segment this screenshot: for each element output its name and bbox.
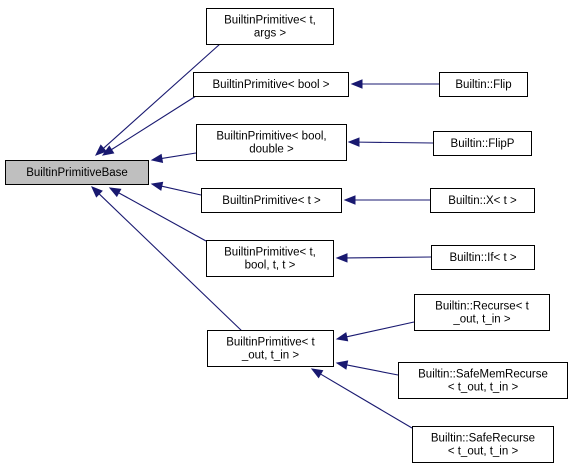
class-node-box [193,72,349,97]
class-node-box [433,131,532,156]
class-node-label: Builtin::If< t > [449,252,516,264]
class-node-label: BuiltinPrimitive< bool, [216,131,326,143]
class-node-box [206,240,334,277]
class-node-label: < t_out, t_in > [448,446,519,458]
edge-p_tbtt-to-base [108,187,207,242]
class-node-if[interactable]: Builtin::If< t > [431,245,535,270]
class-node-box [430,188,535,213]
class-node-box [206,8,334,45]
class-node-label: BuiltinPrimitive< t > [222,195,321,207]
class-node-box [207,330,334,367]
class-node-box [431,245,535,270]
class-node-label: Builtin::Flip [455,79,511,91]
class-node-p_toti[interactable]: BuiltinPrimitive< t_out, t_in > [207,330,334,367]
edge-line [358,141,434,144]
class-node-p_tbtt[interactable]: BuiltinPrimitive< t,bool, t, t > [206,240,334,277]
class-node-saferec[interactable]: Builtin::SafeRecurse< t_out, t_in > [412,426,554,463]
arrowhead [310,368,324,379]
class-node-recurse[interactable]: Builtin::Recurse< t_out, t_in > [414,294,550,331]
edge-line [346,256,432,259]
class-node-box [201,188,342,213]
edge-line [346,364,399,376]
edge-line [111,95,197,151]
class-node-p_bdbl[interactable]: BuiltinPrimitive< bool,double > [196,124,347,161]
class-node-box [439,72,528,97]
edge-line [346,321,415,338]
class-node-label: BuiltinPrimitive< t [226,337,315,349]
edge-recurse-to-p_toti [335,321,415,342]
arrowhead [108,187,122,198]
class-node-label: BuiltinPrimitive< t, [224,247,316,259]
class-node-label: Builtin::SafeMemRecurse [418,369,548,381]
arrowhead [335,253,348,263]
arrowhead [350,79,363,89]
arrowhead [150,153,164,164]
edge-flipp-to-p_bdbl [347,137,434,147]
class-node-label: _out, t_in > [241,350,300,362]
class-node-box [414,294,550,331]
arrowhead [347,137,360,147]
class-node-label: Builtin::Recurse< t [435,301,529,313]
arrowhead [335,360,349,370]
class-node-p_targs[interactable]: BuiltinPrimitive< t,args > [206,8,334,45]
edge-if-to-p_tbtt [335,253,432,263]
class-node-label: < t_out, t_in > [448,382,519,394]
edge-line [98,193,245,334]
class-node-label: bool, t, t > [245,260,296,272]
edges-layer [91,43,439,429]
class-node-label: BuiltinPrimitive< t, [224,15,316,27]
class-node-p_bool[interactable]: BuiltinPrimitive< bool > [193,72,349,97]
edge-line [161,185,202,196]
edge-line [103,43,221,149]
class-node-label: BuiltinPrimitiveBase [26,167,128,179]
edge-p_targs-to-base [94,43,221,156]
class-node-box [398,362,568,399]
class-node-label: Builtin::FlipP [451,138,515,150]
class-node-label: _out, t_in > [452,314,511,326]
edge-line [118,192,207,242]
edge-flip-to-p_bool [350,79,439,89]
edge-saferec-to-p_toti [310,368,413,429]
class-node-flipp[interactable]: Builtin::FlipP [433,131,532,156]
edge-x-to-p_t [343,195,430,205]
arrowhead [101,145,115,156]
class-node-label: BuiltinPrimitive< bool > [213,79,330,91]
edge-p_t-to-base [150,181,202,196]
arrowhead [335,332,349,342]
edge-p_bdbl-to-base [150,152,197,164]
class-node-label: Builtin::SafeRecurse [431,433,535,445]
edge-p_toti-to-base [91,186,245,334]
class-node-box [5,160,149,185]
edge-line [320,373,413,429]
class-node-safemem[interactable]: Builtin::SafeMemRecurse< t_out, t_in > [398,362,568,399]
arrowhead [91,186,103,198]
edge-p_bool-to-base [101,95,197,156]
class-node-box [412,426,554,463]
class-node-p_t[interactable]: BuiltinPrimitive< t > [201,188,342,213]
class-node-flip[interactable]: Builtin::Flip [439,72,528,97]
arrowhead [150,181,164,191]
edge-line [161,152,197,159]
class-node-label: args > [254,28,287,40]
edge-safemem-to-p_toti [335,360,399,376]
arrowhead [343,195,356,205]
class-node-base[interactable]: BuiltinPrimitiveBase [5,160,149,185]
class-node-label: Builtin::X< t > [448,195,517,207]
class-node-x[interactable]: Builtin::X< t > [430,188,535,213]
arrowhead [94,144,107,156]
class-node-label: double > [249,144,294,156]
class-node-box [196,124,347,161]
